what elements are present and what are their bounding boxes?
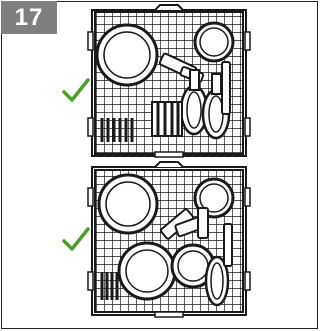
pan	[119, 243, 175, 299]
check-mark-icon	[64, 229, 88, 249]
check-mark-icon	[64, 80, 88, 100]
cutlery-basket	[152, 102, 182, 136]
upper-rack	[88, 5, 250, 157]
cup	[222, 62, 230, 114]
plate	[97, 25, 157, 85]
plate	[99, 175, 157, 233]
lower-rack	[88, 162, 250, 317]
plate	[195, 23, 233, 61]
